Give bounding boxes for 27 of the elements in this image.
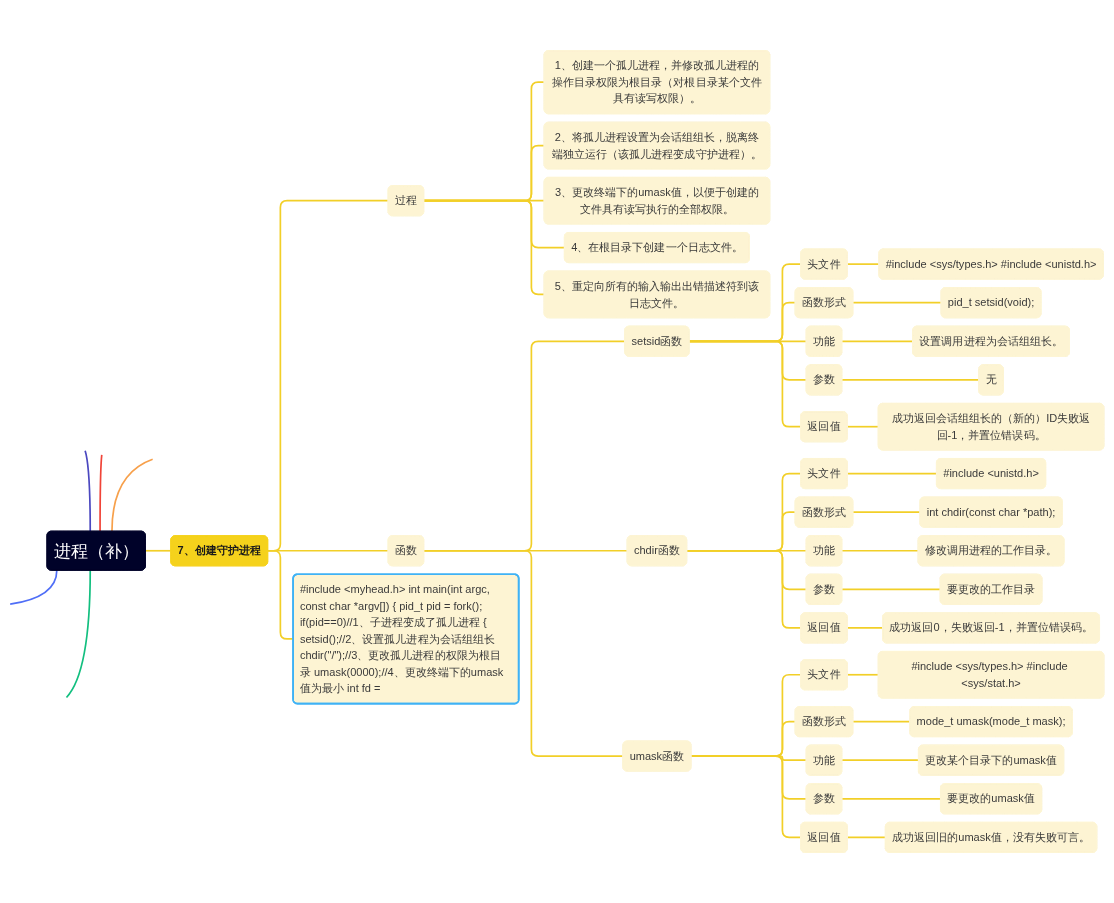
connector — [846, 263, 880, 265]
connector — [851, 720, 911, 723]
connector — [840, 340, 914, 343]
connector — [851, 301, 942, 304]
connector — [690, 755, 802, 839]
connector — [840, 759, 920, 761]
connector — [111, 458, 154, 533]
connector — [9, 569, 58, 606]
connector — [846, 836, 887, 839]
connector — [99, 454, 103, 533]
connector — [840, 549, 919, 552]
connector — [422, 199, 545, 296]
connector — [65, 569, 92, 699]
connector — [688, 340, 802, 428]
connector — [422, 549, 624, 757]
connector — [840, 588, 941, 591]
connector — [851, 511, 921, 514]
connector — [846, 472, 938, 475]
connector — [685, 549, 802, 629]
connector — [84, 449, 92, 533]
connector — [840, 797, 942, 800]
connector — [266, 549, 294, 640]
connector — [846, 627, 884, 629]
connector — [846, 425, 880, 428]
connector — [840, 379, 980, 381]
connector — [144, 549, 172, 552]
connector — [846, 673, 880, 676]
